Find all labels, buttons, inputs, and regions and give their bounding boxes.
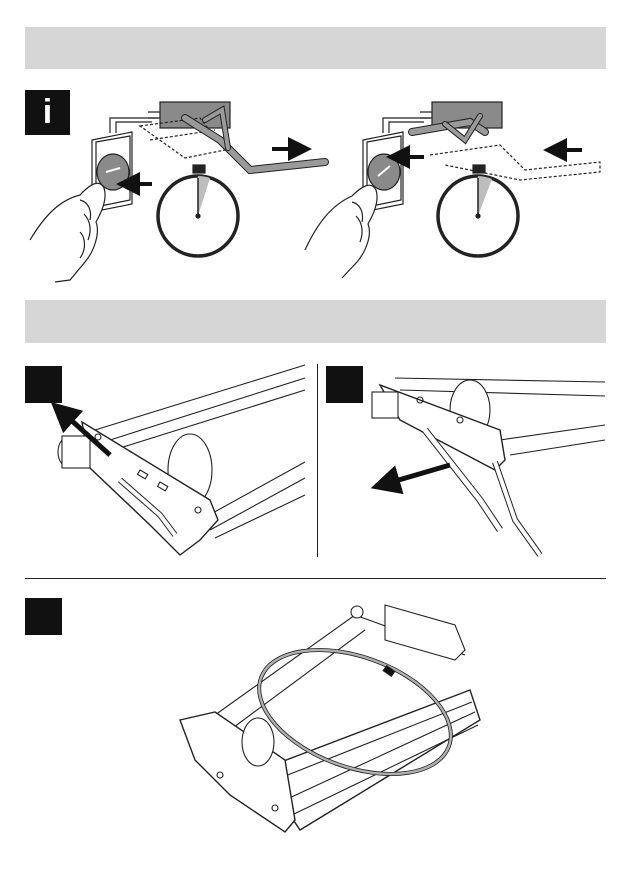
step-1-drawing: [58, 365, 305, 555]
info-diagram-right: [305, 102, 600, 278]
step-3-drawing: [180, 605, 480, 832]
stopwatch-icon: [438, 165, 518, 256]
step-2-drawing: [372, 378, 605, 555]
hand-icon: [30, 183, 105, 282]
stopwatch-icon: [158, 165, 238, 256]
info-diagram-left: [30, 102, 325, 282]
hand-icon: [305, 185, 377, 278]
